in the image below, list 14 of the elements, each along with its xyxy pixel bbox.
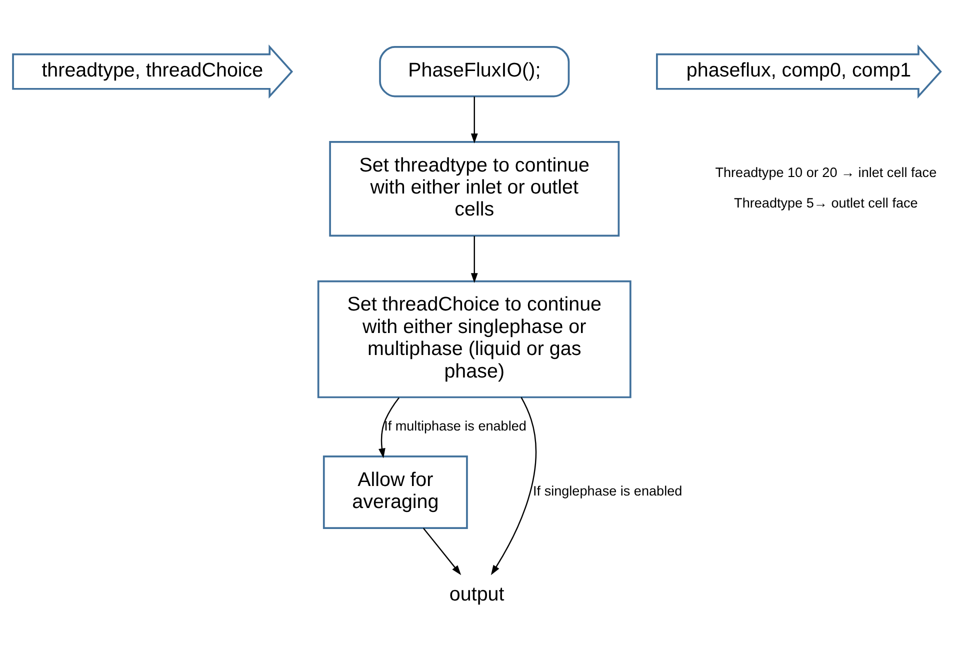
arrow [378,396,400,458]
arrow [470,96,478,143]
node-box: Set threadChoice to continue with either singlephase or multiphase (liquid or gas phase) [317,280,632,398]
edge-label: If multiphase is enabled [384,418,526,433]
arrow [422,527,462,575]
node-box: PhaseFluxIO(); [379,46,570,97]
arrow [470,236,478,282]
node-text: output [449,583,504,606]
node-box: Set threadtype to continue with either inlet or outlet cells [329,140,620,236]
arrow [490,396,536,575]
edge-label: If singlephase is enabled [533,483,682,498]
label: Threadtype 5→ outlet cell face [734,195,918,210]
node-box: Allow for averaging [322,455,468,528]
label: Threadtype 10 or 20 → inlet cell face [715,164,937,180]
